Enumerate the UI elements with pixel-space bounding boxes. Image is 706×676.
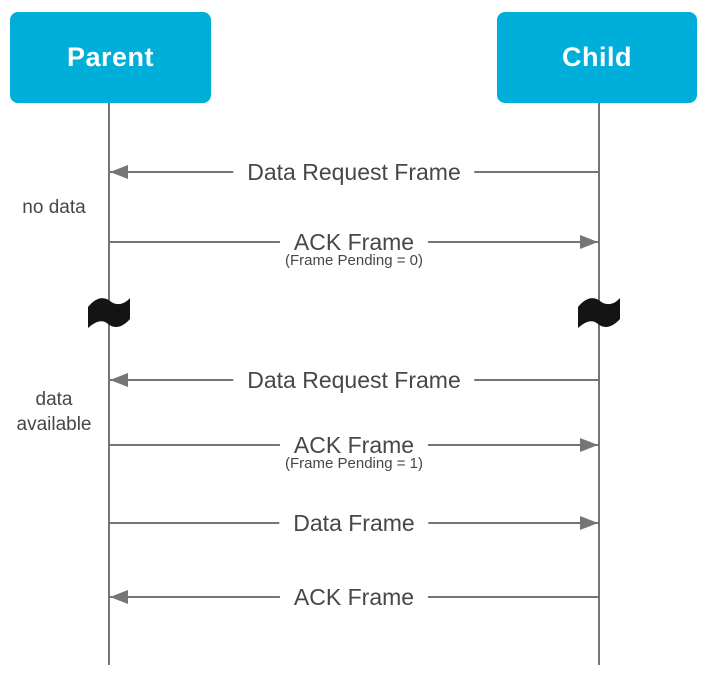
arrowhead-right-icon	[580, 235, 598, 249]
arrowhead-left-icon	[110, 373, 128, 387]
message-subtitle: (Frame Pending = 1)	[279, 454, 429, 473]
message-label: Data Frame	[279, 508, 429, 538]
message-label: ACK Frame	[279, 582, 429, 612]
annotation-data-available: data available	[16, 389, 92, 435]
arrowhead-left-icon	[110, 590, 128, 604]
arrowhead-right-icon	[580, 516, 598, 530]
message-subtitle: (Frame Pending = 0)	[279, 251, 429, 270]
annotation-no-data: no data	[22, 197, 86, 218]
message-label: Data Request Frame	[233, 157, 475, 187]
actor-child: Child	[497, 12, 697, 103]
parent-lifeline	[108, 103, 110, 665]
actor-parent: Parent	[10, 12, 211, 103]
actor-child-label: Child	[562, 42, 632, 72]
time-break-flag-icon	[578, 298, 620, 328]
arrowhead-left-icon	[110, 165, 128, 179]
arrowhead-right-icon	[580, 438, 598, 452]
message-label: Data Request Frame	[233, 365, 475, 395]
time-break-flag-icon	[88, 298, 130, 328]
actor-parent-label: Parent	[66, 42, 155, 72]
child-lifeline	[598, 103, 600, 665]
